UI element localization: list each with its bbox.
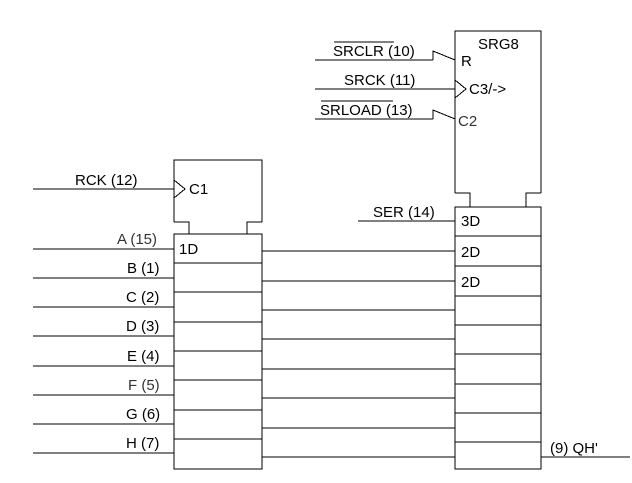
shift-control-block-outline — [454, 30, 542, 193]
shift-parallel-label-1: 2D — [461, 244, 480, 261]
qh-prime-output: (9) QH' — [541, 440, 630, 458]
shift-cell-dividers — [455, 235, 541, 443]
qh-prime-label: (9) QH' — [550, 440, 598, 457]
srload-active-low-icon — [432, 109, 456, 120]
srclr-label: SRCLR (10) — [333, 43, 415, 60]
rck-input: RCK (12) — [33, 172, 174, 190]
ser-input: SER (14) — [358, 204, 455, 222]
shift-control-notch — [455, 192, 541, 208]
shift-reset-label: R — [461, 53, 472, 70]
storage-clock-triangle-icon — [173, 179, 186, 199]
srload-input: SRLOAD (13) — [315, 100, 456, 120]
shift-serial-label: 3D — [461, 213, 480, 230]
data-input-label-c: C (2) — [126, 289, 159, 306]
srck-input: SRCK (11) — [315, 72, 455, 90]
storage-register-block: C1 1D — [173, 159, 263, 470]
register-to-shift-connections — [262, 250, 455, 458]
storage-data-label: 1D — [179, 241, 198, 258]
data-input-label-g: G (6) — [126, 406, 160, 423]
data-input-label-f: F (5) — [128, 377, 160, 394]
shift-parallel-label-2: 2D — [461, 274, 480, 291]
srclr-input: SRCLR (10) — [315, 41, 456, 61]
data-input-label-e: E (4) — [127, 348, 160, 365]
shift-load-label: C2 — [458, 113, 477, 130]
shift-clock-label: C3/-> — [469, 81, 506, 98]
shift-clock-triangle-icon — [454, 79, 467, 99]
data-input-label-d: D (3) — [126, 318, 159, 335]
ser-label: SER (14) — [373, 204, 435, 221]
rck-label: RCK (12) — [75, 172, 138, 189]
data-input-label-h: H (7) — [126, 435, 159, 452]
storage-control-block-outline — [173, 159, 263, 222]
storage-cell-dividers — [174, 262, 262, 440]
srck-label: SRCK (11) — [344, 72, 415, 89]
storage-control-notch — [174, 221, 262, 235]
data-input-label-a: A (15) — [117, 231, 157, 248]
data-inputs: A (15) B (1) C (2) D (3) E (4) F (5) G (… — [33, 231, 174, 454]
shift-cells-outline — [454, 206, 542, 470]
srclr-active-low-icon — [432, 50, 456, 61]
data-input-label-b: B (1) — [127, 260, 160, 277]
storage-clock-label: C1 — [189, 181, 208, 198]
srload-label: SRLOAD (13) — [320, 102, 413, 119]
shift-register-block: SRG8 R C3/-> C2 3D 2D 2D — [454, 30, 542, 470]
shift-register-title: SRG8 — [478, 36, 519, 53]
